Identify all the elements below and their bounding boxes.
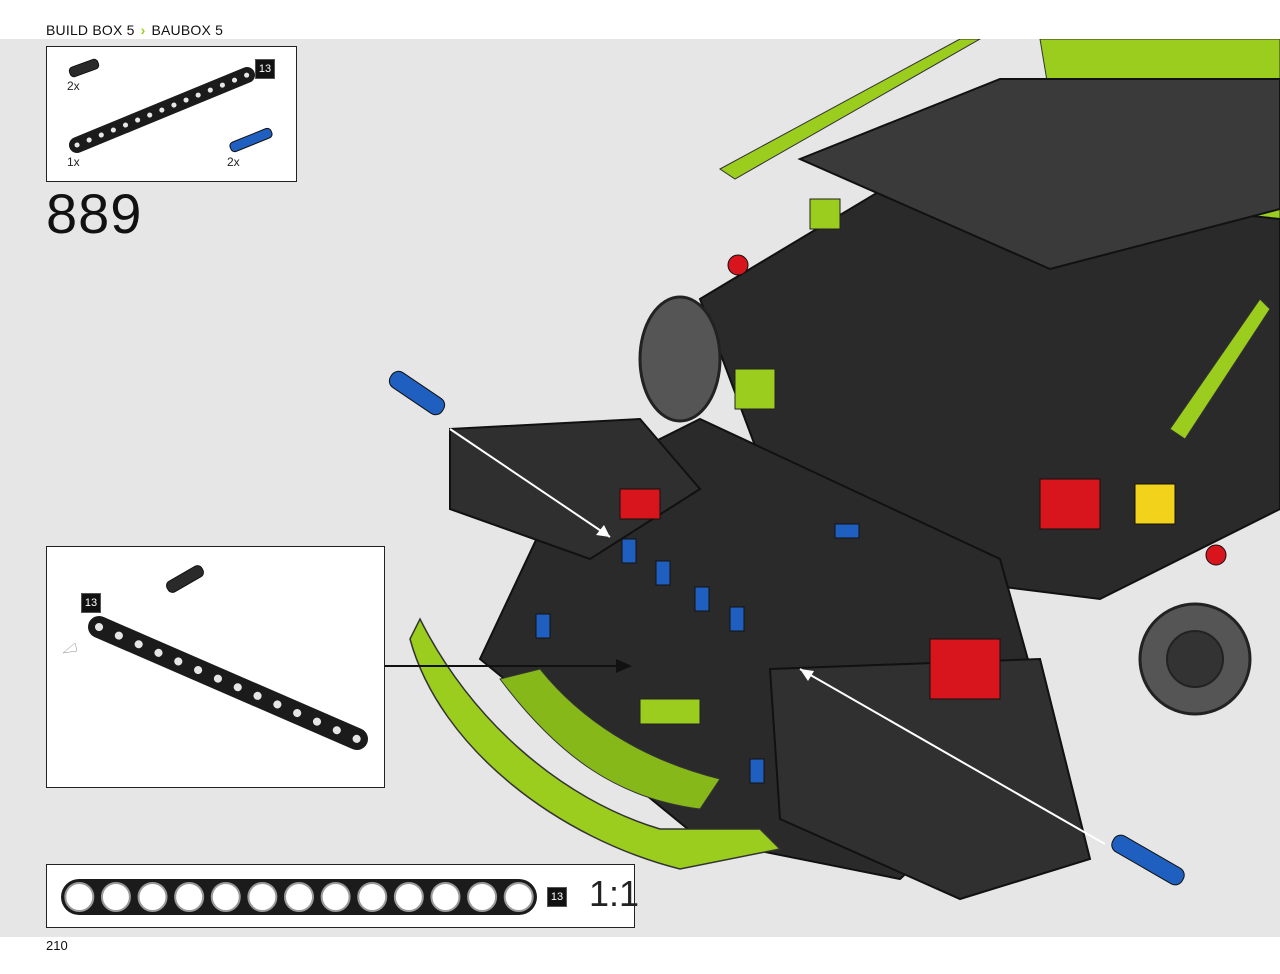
black-liftarm-13-icon bbox=[69, 67, 255, 153]
qty-connector-pin: 2x bbox=[67, 79, 80, 93]
black-connector-pin-icon bbox=[62, 565, 204, 654]
ruler-holes-graphics bbox=[64, 882, 534, 912]
page-number: 210 bbox=[46, 938, 68, 953]
lime-accents bbox=[639, 198, 1271, 725]
illustration-canvas bbox=[0, 39, 1280, 937]
ruler-hole bbox=[320, 882, 351, 912]
length-tag: 13 bbox=[81, 593, 101, 613]
ruler-hole bbox=[467, 882, 498, 912]
black-connector-pin-icon bbox=[68, 58, 100, 78]
ruler-hole bbox=[64, 882, 95, 912]
ruler-hole bbox=[284, 882, 314, 912]
step-number: 889 bbox=[46, 182, 143, 245]
car-assembly-illustration bbox=[385, 39, 1280, 901]
black-liftarm-13-icon bbox=[88, 616, 368, 750]
blue-axle-pin-upper bbox=[388, 370, 611, 538]
build-box-label: BUILD BOX 5 bbox=[46, 22, 135, 38]
length-tag: 13 bbox=[547, 887, 567, 907]
qty-axle-pin: 2x bbox=[227, 155, 240, 169]
parts-list-graphics bbox=[68, 58, 273, 153]
ruler-hole bbox=[137, 882, 168, 912]
callout-arrow bbox=[385, 659, 632, 673]
scale-label: 1:1 bbox=[589, 873, 640, 914]
ruler-hole bbox=[210, 882, 241, 912]
ruler-hole bbox=[247, 882, 278, 912]
blue-axle-pin-icon bbox=[229, 127, 273, 153]
brake-disc-right bbox=[1138, 602, 1252, 716]
scale-ruler-box: 13 1:1 bbox=[46, 864, 639, 928]
ruler-hole bbox=[393, 882, 424, 912]
build-box-header: BUILD BOX 5 › BAUBOX 5 bbox=[46, 20, 223, 40]
blue-pins bbox=[535, 523, 860, 784]
red-elements bbox=[619, 254, 1227, 700]
ruler-hole bbox=[100, 882, 131, 912]
ruler-hole bbox=[430, 882, 461, 912]
baubox-label: BAUBOX 5 bbox=[151, 22, 224, 38]
length-tag: 13 bbox=[255, 59, 275, 79]
ruler-hole bbox=[174, 882, 205, 912]
sub-assembly-callout: 13 bbox=[46, 546, 385, 788]
brake-disc-left bbox=[638, 295, 722, 423]
chevron-right-icon: › bbox=[140, 22, 146, 38]
ruler-liftarm bbox=[61, 879, 537, 915]
lime-front-spoiler bbox=[409, 617, 782, 870]
blue-axle-pin-lower bbox=[799, 668, 1185, 886]
yellow-element bbox=[1134, 483, 1176, 525]
qty-liftarm: 1x bbox=[67, 155, 80, 169]
parts-list-box: 2x 1x 2x 13 bbox=[46, 46, 297, 182]
ruler-hole bbox=[503, 882, 534, 912]
ruler-hole bbox=[357, 882, 388, 912]
callout-graphics bbox=[62, 565, 368, 750]
